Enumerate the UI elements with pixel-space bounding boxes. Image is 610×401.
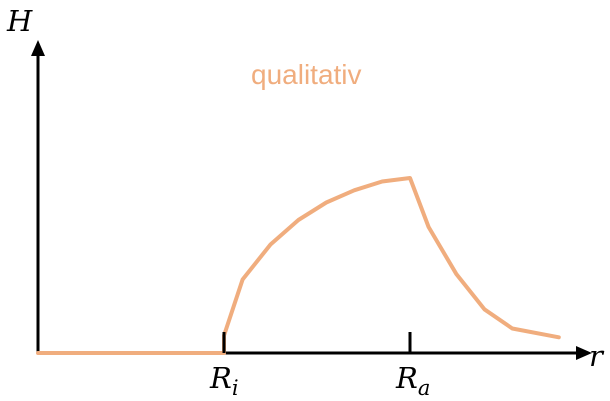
series-layer xyxy=(36,176,561,355)
x-tick-label-2: Ra xyxy=(395,361,430,400)
x-axis-label: r xyxy=(589,339,605,373)
series-line-1 xyxy=(36,176,561,355)
chart-annotation: qualitativ xyxy=(251,59,362,90)
ticks-layer: Ri Ra xyxy=(209,332,430,400)
y-axis-label: H xyxy=(6,4,33,38)
x-tick-label-1: Ri xyxy=(209,361,239,400)
x-axis-arrowhead xyxy=(576,346,592,360)
y-axis-arrowhead xyxy=(31,40,45,56)
